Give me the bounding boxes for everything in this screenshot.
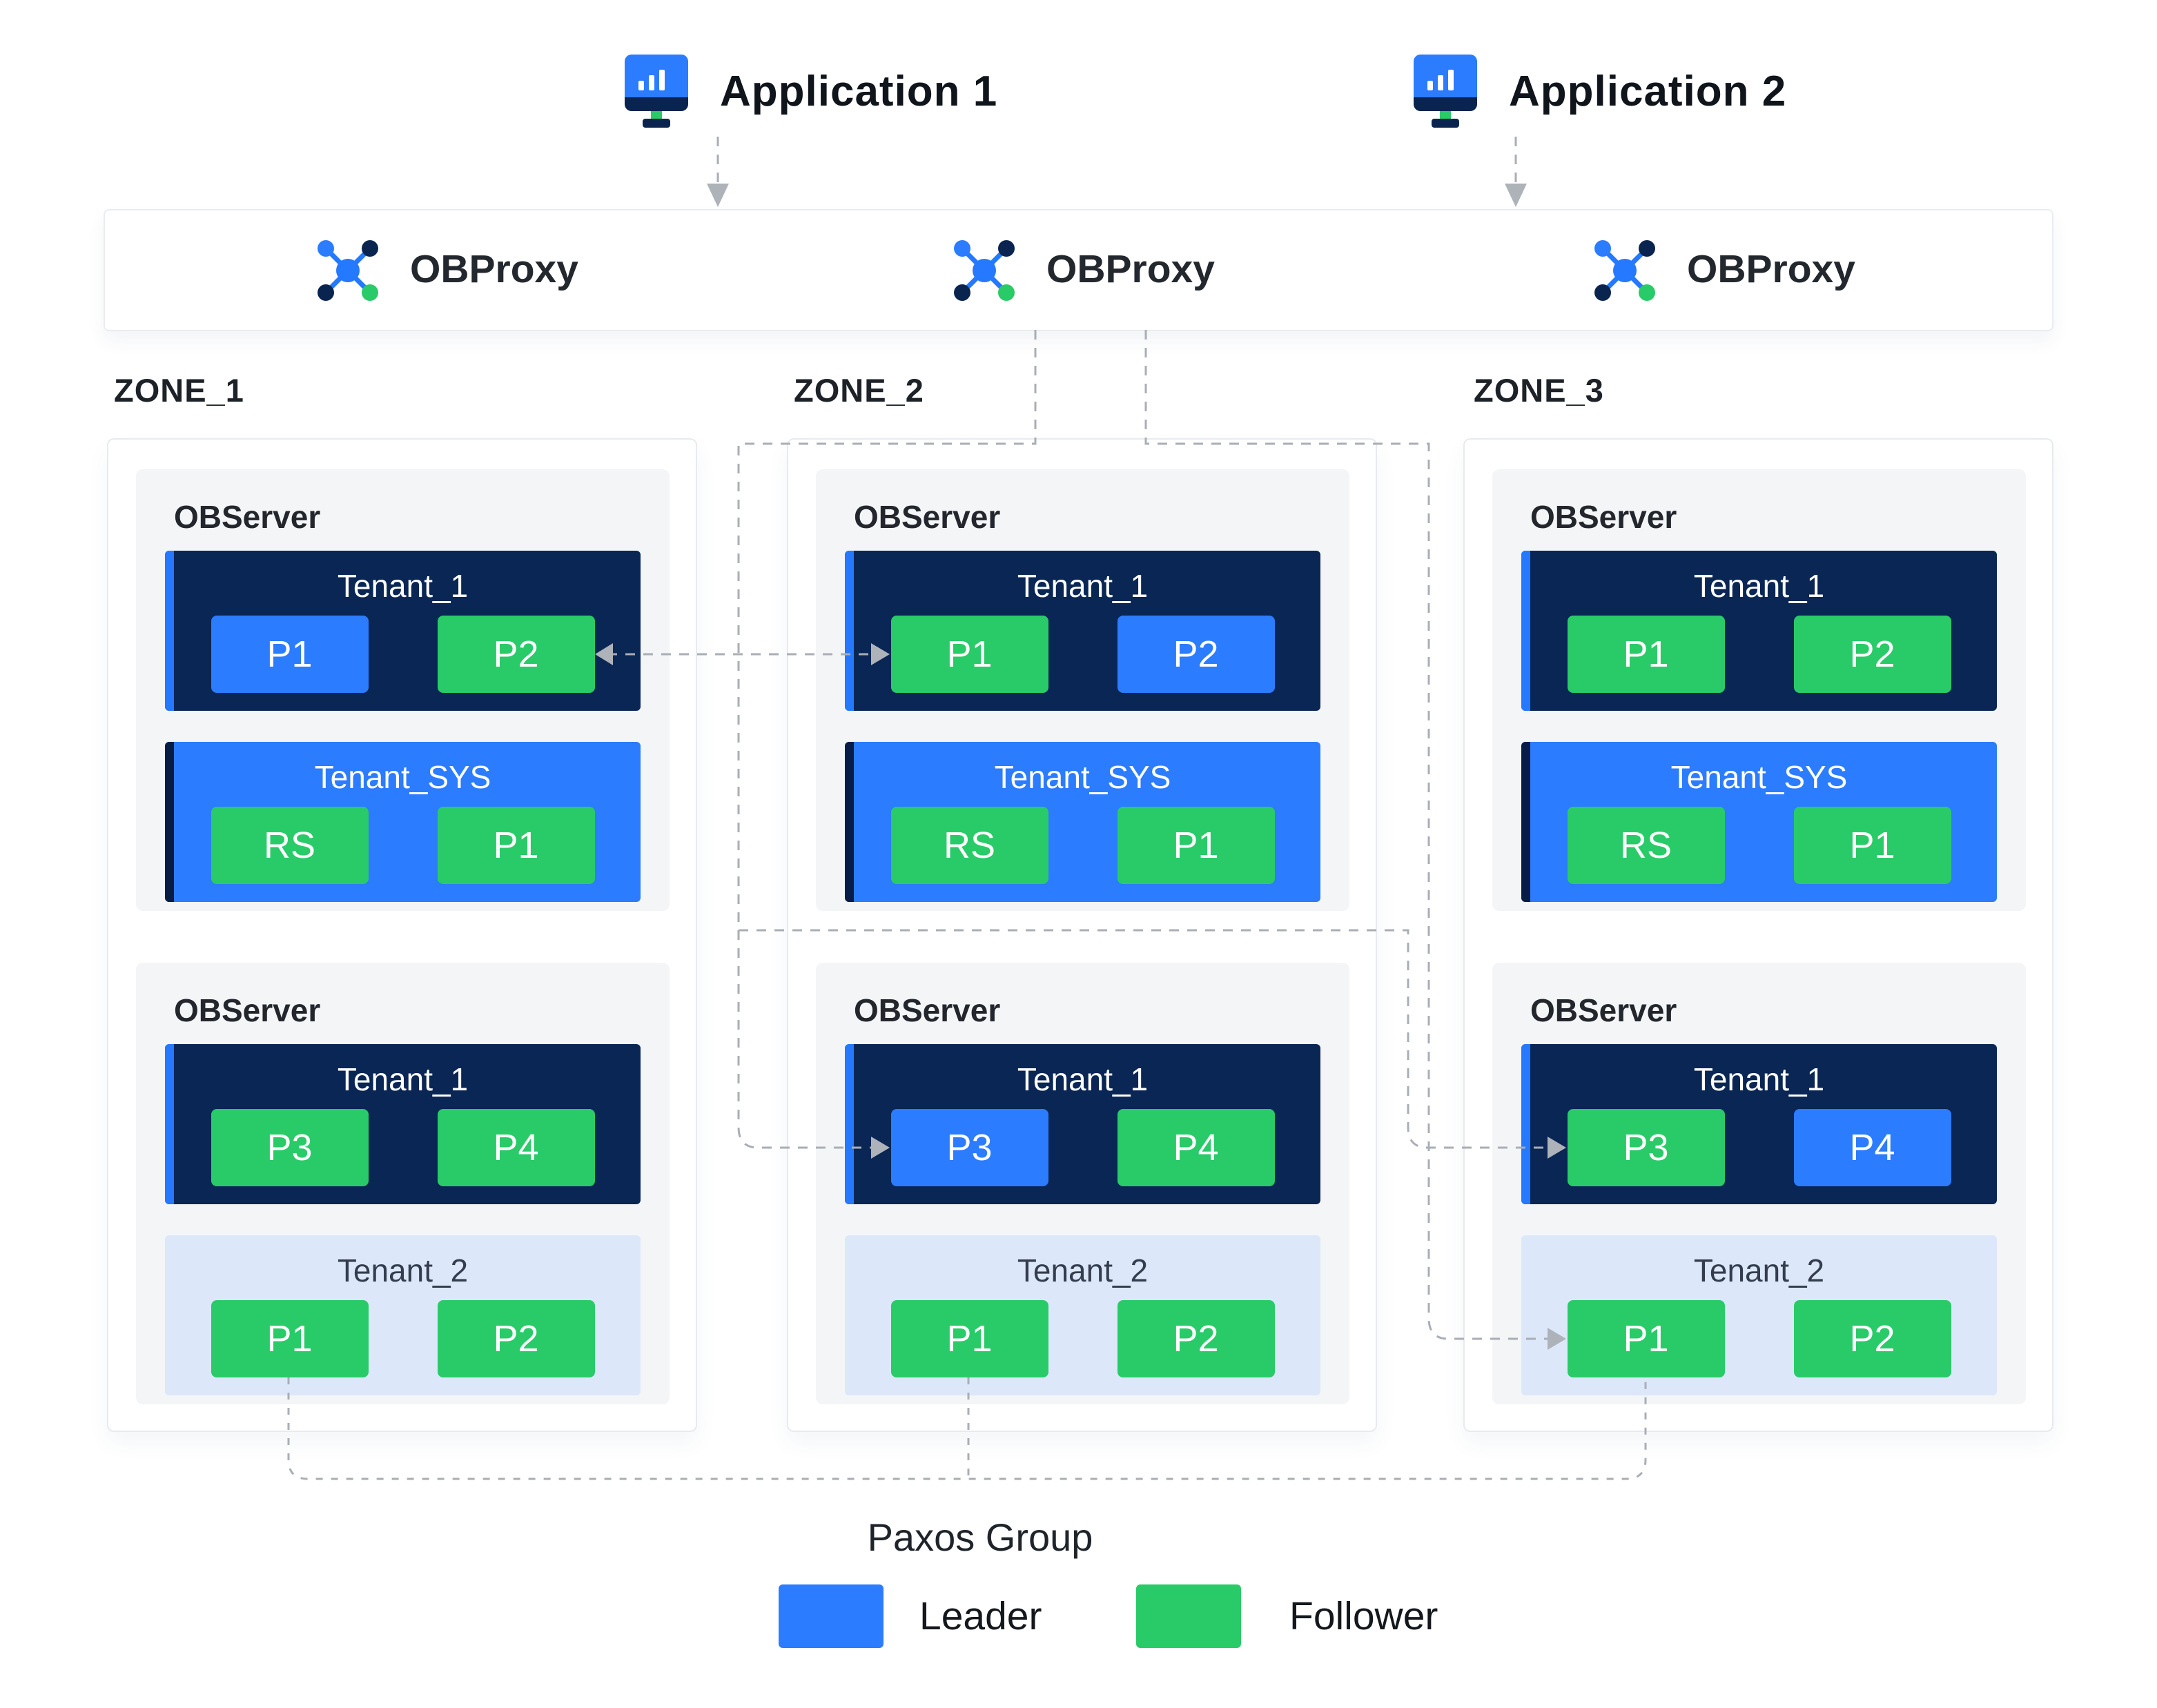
partition: P4 xyxy=(1117,1109,1275,1186)
tenant-accent-stripe xyxy=(165,742,174,902)
tenant-label: Tenant_SYS xyxy=(1670,759,1848,795)
paxos-group-title: Paxos Group xyxy=(867,1515,1093,1559)
observer-label: OBServer xyxy=(1530,499,1677,535)
node-network-icon xyxy=(954,240,1015,301)
tenant-band-tenant2: Tenant_2 P1 P2 xyxy=(1521,1235,1997,1395)
partition: P2 xyxy=(1117,616,1275,693)
tenant-accent-stripe xyxy=(165,1044,174,1204)
obproxy-label: OBProxy xyxy=(1687,247,1855,291)
tenant-label: Tenant_1 xyxy=(1017,568,1149,604)
partition: RS xyxy=(1567,807,1725,884)
zone-1-box: OBServer Tenant_1 P1 P2 Tenant_SYS RS P1… xyxy=(107,438,697,1432)
partition: P2 xyxy=(437,616,595,693)
partition: P2 xyxy=(437,1300,595,1377)
partition: RS xyxy=(890,807,1048,884)
zone-3-box: OBServer Tenant_1 P1 P2 Tenant_SYS RS P1… xyxy=(1463,438,2053,1432)
partition: RS xyxy=(211,807,369,884)
application-1-label: Application 1 xyxy=(720,67,998,115)
monitor-screen xyxy=(625,55,688,97)
tenant-label: Tenant_SYS xyxy=(314,759,491,795)
tenant-band-tenantsys: Tenant_SYS RS P1 xyxy=(165,742,641,902)
obproxy-1: OBProxy xyxy=(312,233,578,305)
partition: P1 xyxy=(437,807,595,884)
partition: P1 xyxy=(1117,807,1275,884)
tenant-accent-stripe xyxy=(165,551,174,711)
monitor-chart-icon xyxy=(625,55,688,128)
zone-2-box: OBServer Tenant_1 P1 P2 Tenant_SYS RS P1… xyxy=(787,438,1377,1432)
legend-swatch-leader xyxy=(779,1584,884,1648)
tenant-band-tenantsys: Tenant_SYS RS P1 xyxy=(845,742,1320,902)
legend-label-follower: Follower xyxy=(1289,1594,1438,1638)
partition: P2 xyxy=(1793,1300,1951,1377)
partition: P1 xyxy=(211,1300,369,1377)
observer-card: OBServer Tenant_1 P1 P2 Tenant_SYS RS P1 xyxy=(1492,469,2026,911)
observer-card: OBServer Tenant_1 P3 P4 Tenant_2 P1 P2 xyxy=(136,963,670,1404)
partition: P1 xyxy=(1793,807,1951,884)
observer-label: OBServer xyxy=(854,499,1001,535)
legend-label-leader: Leader xyxy=(919,1594,1042,1638)
tenant-band-tenant1: Tenant_1 P3 P4 xyxy=(165,1044,641,1204)
monitor-chart-icon xyxy=(1414,55,1477,128)
node-network-icon xyxy=(1594,240,1655,301)
tenant-band-tenant1: Tenant_1 P1 P2 xyxy=(845,551,1320,711)
observer-label: OBServer xyxy=(174,992,321,1028)
tenant-band-tenant2: Tenant_2 P1 P2 xyxy=(165,1235,641,1395)
partition: P4 xyxy=(1793,1109,1951,1186)
tenant-band-tenantsys: Tenant_SYS RS P1 xyxy=(1521,742,1997,902)
observer-label: OBServer xyxy=(174,499,321,535)
tenant-band-tenant1: Tenant_1 P3 P4 xyxy=(845,1044,1320,1204)
tenant-label: Tenant_1 xyxy=(337,1061,469,1097)
legend-swatch-follower xyxy=(1136,1584,1241,1648)
tenant-label: Tenant_2 xyxy=(1017,1253,1149,1288)
observer-label: OBServer xyxy=(854,992,1001,1028)
obproxy-2: OBProxy xyxy=(948,233,1215,305)
observer-card: OBServer Tenant_1 P3 P4 Tenant_2 P1 P2 xyxy=(816,963,1349,1404)
zone-2-label: ZONE_2 xyxy=(794,372,924,409)
tenant-label: Tenant_1 xyxy=(1693,1061,1825,1097)
application-2: Application 2 xyxy=(1414,55,1787,128)
partition: P1 xyxy=(1567,1300,1725,1377)
tenant-label: Tenant_1 xyxy=(1693,568,1825,604)
partition: P1 xyxy=(211,616,369,693)
partition: P4 xyxy=(437,1109,595,1186)
partition: P3 xyxy=(211,1109,369,1186)
node-network-icon xyxy=(318,240,378,301)
observer-card: OBServer Tenant_1 P1 P2 Tenant_SYS RS P1 xyxy=(136,469,670,911)
obproxy-bar: OBProxy OBProxy xyxy=(104,209,2053,331)
tenant-label: Tenant_1 xyxy=(337,568,469,604)
tenant-label: Tenant_SYS xyxy=(994,759,1171,795)
partition: P1 xyxy=(1567,616,1725,693)
partition: P2 xyxy=(1793,616,1951,693)
tenant-label: Tenant_1 xyxy=(1017,1061,1149,1097)
bar-chart-glyph xyxy=(1427,70,1454,90)
partition: P3 xyxy=(890,1109,1048,1186)
observer-card: OBServer Tenant_1 P1 P2 Tenant_SYS RS P1 xyxy=(816,469,1349,911)
partition: P1 xyxy=(890,1300,1048,1377)
partition: P1 xyxy=(890,616,1048,693)
application-2-label: Application 2 xyxy=(1509,67,1787,115)
partition: P2 xyxy=(1117,1300,1275,1377)
tenant-label: Tenant_2 xyxy=(337,1253,469,1288)
obproxy-3: OBProxy xyxy=(1589,233,1855,305)
obproxy-label: OBProxy xyxy=(1046,247,1215,291)
zone-1-label: ZONE_1 xyxy=(114,372,244,409)
bar-chart-glyph xyxy=(638,70,665,90)
tenant-band-tenant1: Tenant_1 P1 P2 xyxy=(1521,551,1997,711)
monitor-screen xyxy=(1414,55,1477,97)
application-1: Application 1 xyxy=(625,55,998,128)
partition: P3 xyxy=(1567,1109,1725,1186)
observer-card: OBServer Tenant_1 P3 P4 Tenant_2 P1 P2 xyxy=(1492,963,2026,1404)
zone-3-label: ZONE_3 xyxy=(1474,372,1604,409)
tenant-band-tenant2: Tenant_2 P1 P2 xyxy=(845,1235,1320,1395)
tenant-label: Tenant_2 xyxy=(1693,1253,1825,1288)
obproxy-label: OBProxy xyxy=(410,247,578,291)
tenant-band-tenant1: Tenant_1 P1 P2 xyxy=(165,551,641,711)
tenant-band-tenant1: Tenant_1 P3 P4 xyxy=(1521,1044,1997,1204)
observer-label: OBServer xyxy=(1530,992,1677,1028)
